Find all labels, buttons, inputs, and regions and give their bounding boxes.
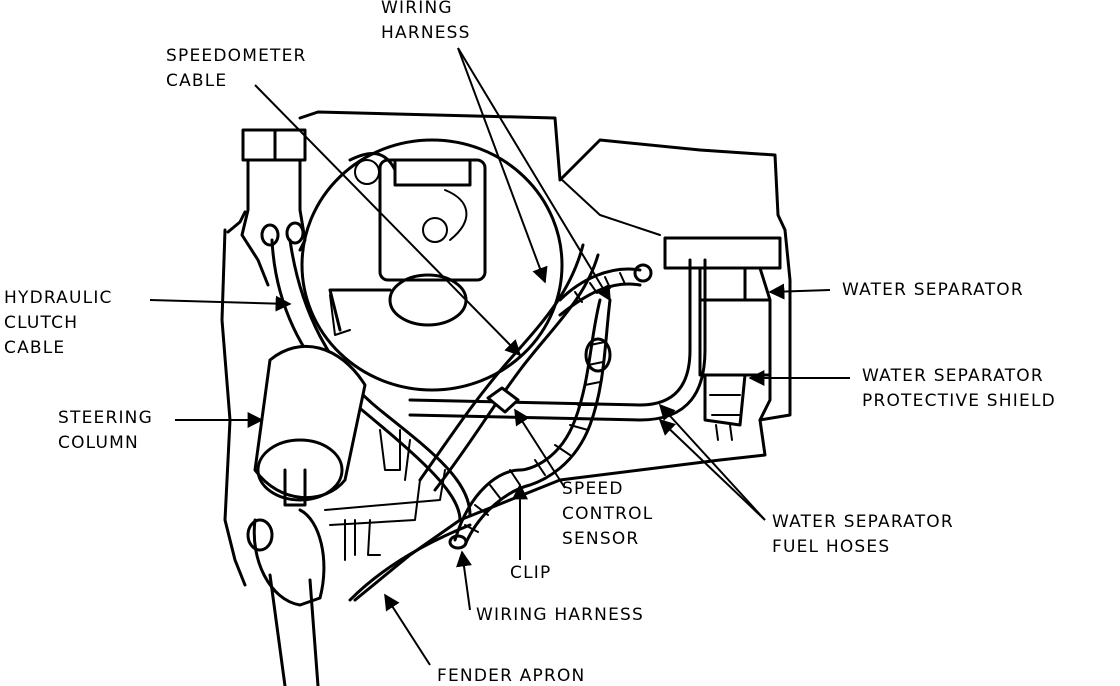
clutch-bracket — [240, 128, 307, 287]
leader-lines — [149, 47, 850, 666]
master-cylinder — [328, 158, 487, 336]
water-separator-assembly — [663, 236, 782, 441]
label-speedometer-cable: SPEEDOMETER CABLE — [166, 46, 307, 91]
water-separator-fuel-hoses-line — [408, 258, 707, 422]
label-water-separator-shield: WATER SEPARATOR PROTECTIVE SHIELD — [862, 366, 1056, 411]
hose-clip-junction — [486, 386, 520, 414]
steering-column — [246, 344, 367, 686]
label-wiring-harness-top: WIRING HARNESS — [381, 0, 471, 43]
fender-apron-edge — [348, 523, 472, 602]
wiring-harness-coil — [448, 263, 653, 550]
label-fender-apron: FENDER APRON — [437, 666, 586, 686]
speedometer-cable-line — [418, 243, 600, 492]
label-hydraulic-clutch-cable: HYDRAULIC CLUTCH CABLE — [4, 288, 113, 358]
label-wiring-harness-bottom: WIRING HARNESS — [476, 605, 645, 625]
label-water-separator: WATER SEPARATOR — [842, 280, 1024, 300]
label-water-separator-fuel-hoses: WATER SEPARATOR FUEL HOSES — [772, 512, 954, 557]
label-clip: CLIP — [510, 563, 552, 583]
label-speed-control-sensor: SPEED CONTROL SENSOR — [562, 479, 654, 549]
label-steering-column: STEERING COLUMN — [58, 408, 153, 453]
